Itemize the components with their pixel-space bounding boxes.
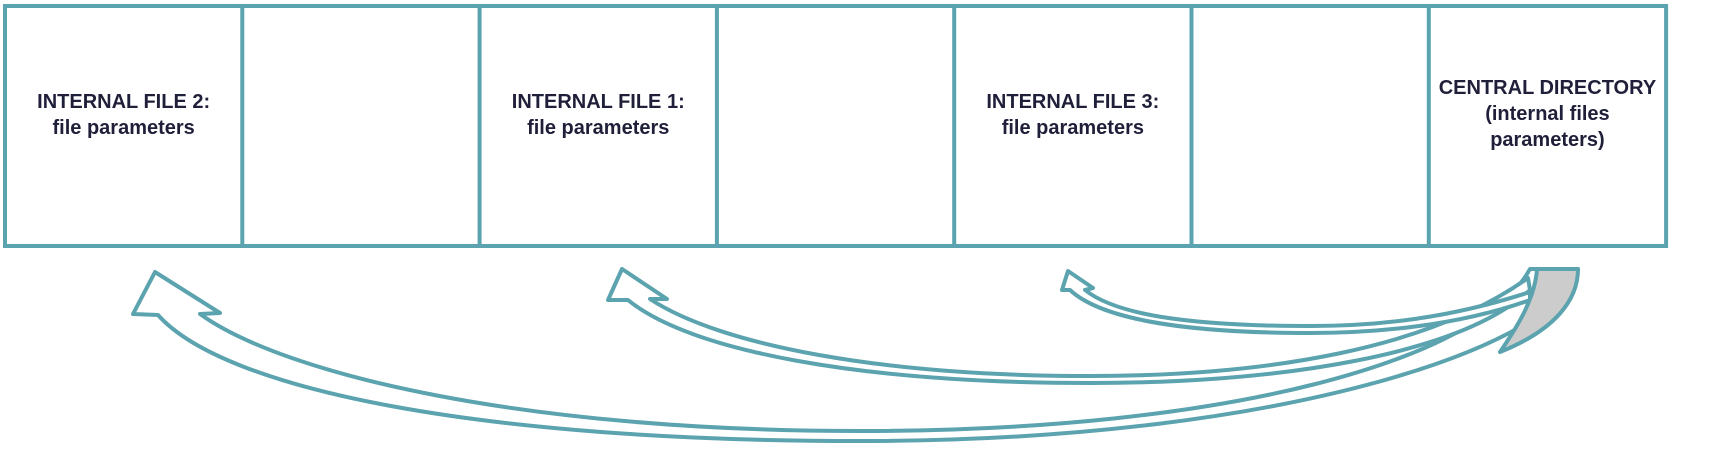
arrow-tail-band <box>1498 267 1580 354</box>
block-label-line: CENTRAL DIRECTORY <box>1439 77 1657 99</box>
block-label: INTERNAL FILE 1: file parameters <box>512 91 685 139</box>
block-label-line: file parameters <box>527 117 669 139</box>
block-label-line: file parameters <box>1002 117 1144 139</box>
memory-block-row: INTERNAL FILE 2:file parametersINTERNAL … <box>3 4 1669 248</box>
block-label: CENTRAL DIRECTORY (internal files paramete… <box>1439 77 1657 151</box>
block-label-line: INTERNAL FILE 3: <box>986 91 1159 113</box>
block-label-line: file parameters <box>53 117 195 139</box>
block-label-line: INTERNAL FILE 2: <box>37 91 210 113</box>
arrow-to-internal-file-1 <box>606 267 1532 385</box>
arrows-layer <box>131 267 1580 443</box>
arrow-to-internal-file-3 <box>1060 269 1532 335</box>
block-label: INTERNAL FILE 3: file parameters <box>986 91 1159 139</box>
block-label-line: (internal files <box>1485 103 1609 125</box>
arrow-to-internal-file-2 <box>131 267 1580 443</box>
block-label: INTERNAL FILE 2: file parameters <box>37 91 210 139</box>
block-label-line: parameters) <box>1490 129 1605 151</box>
block-label-line: INTERNAL FILE 1: <box>512 91 685 113</box>
block-row-border <box>3 4 1669 248</box>
